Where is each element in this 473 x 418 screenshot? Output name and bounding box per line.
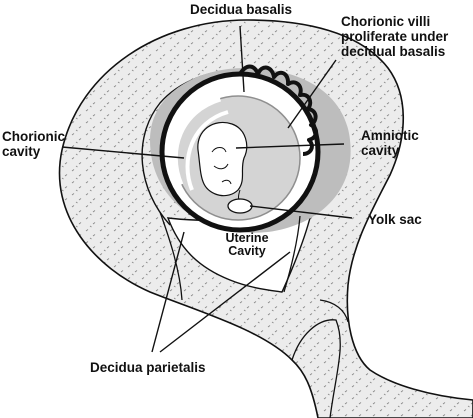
leader-yolk-sac xyxy=(249,205,353,219)
label-amniotic-cavity-line2: cavity xyxy=(361,143,400,158)
decidua-parietalis-left-wall xyxy=(159,211,183,301)
label-chorionic-villi: Chorionic villi proliferate under decidu… xyxy=(341,14,448,59)
label-chorionic-cavity: Chorionic cavity xyxy=(2,129,65,159)
chorionic-cavity-arc-1 xyxy=(170,94,222,187)
leader-decidua-parietalis-right xyxy=(159,251,291,353)
label-uterine-cavity-line1: Uterine xyxy=(225,231,269,245)
label-yolk-sac: Yolk sac xyxy=(368,212,422,227)
label-uterine-cavity: Uterine Cavity xyxy=(212,232,282,258)
label-chorionic-cavity-line1: Chorionic xyxy=(2,129,65,144)
cervical-lip xyxy=(319,299,349,323)
leader-chorionic-cavity xyxy=(61,146,185,159)
label-amniotic-cavity-line1: Amniotic xyxy=(361,128,419,143)
leader-lines xyxy=(61,25,353,353)
chorionic-villi xyxy=(238,64,318,156)
leader-decidua-basalis xyxy=(239,25,245,93)
label-decidua-basalis: Decidua basalis xyxy=(190,2,293,17)
leader-decidua-parietalis-left xyxy=(151,231,185,353)
label-chorionic-villi-line2: proliferate under xyxy=(341,29,449,44)
yolk-stalk xyxy=(238,189,241,200)
leader-amniotic-cavity xyxy=(235,143,345,149)
embryo xyxy=(197,121,248,197)
cervical-outline xyxy=(291,319,341,418)
decidua-parietalis-right-wall xyxy=(283,215,301,293)
label-chorionic-villi-line3: decidual basalis xyxy=(341,44,446,59)
leader-chorionic-villi xyxy=(287,59,337,129)
label-chorionic-cavity-line2: cavity xyxy=(2,144,41,159)
label-amniotic-cavity: Amniotic cavity xyxy=(361,128,419,158)
yolk-sac xyxy=(227,198,253,214)
label-decidua-parietalis: Decidua parietalis xyxy=(90,360,206,375)
embryo-detail xyxy=(211,147,232,185)
label-chorionic-villi-line1: Chorionic villi xyxy=(341,14,431,29)
chorionic-cavity-arc-2 xyxy=(185,110,229,191)
label-uterine-cavity-line2: Cavity xyxy=(228,244,266,258)
